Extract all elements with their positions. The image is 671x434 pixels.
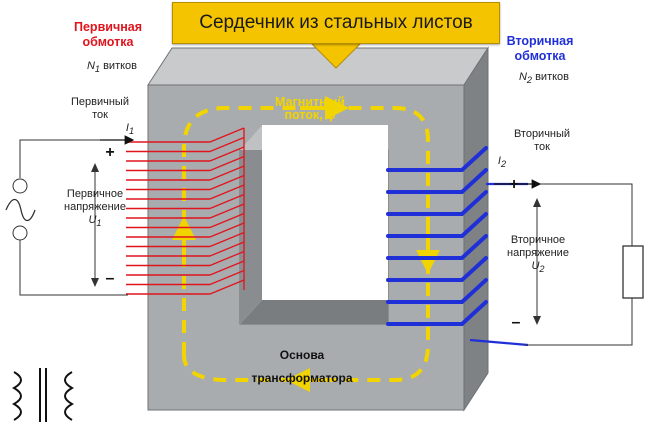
base-line2: трансформатора	[251, 371, 353, 385]
primary-voltage-line2: напряжение	[64, 201, 126, 213]
secondary-turn	[386, 168, 488, 194]
secondary-current-symbol: I2	[490, 155, 514, 171]
primary-current-sym: I	[125, 122, 129, 134]
secondary-current-sub: 2	[500, 159, 507, 170]
secondary-voltage-sym: U	[531, 260, 540, 272]
secondary-turns-sub: 2	[526, 75, 533, 86]
secondary-turn	[386, 300, 488, 326]
secondary-voltage-line1: Вторичное	[510, 234, 566, 246]
primary-current-line2: ток	[92, 109, 108, 121]
secondary-winding-title: Вторичная обмотка	[494, 34, 586, 64]
primary-voltage-label: Первичное напряжение U1	[52, 188, 138, 230]
secondary-voltage-line2: напряжение	[507, 247, 569, 259]
primary-voltage-line1: Первичное	[66, 188, 124, 200]
secondary-voltage-label: Вторичное напряжение U2	[498, 234, 578, 276]
secondary-circuit	[525, 183, 633, 346]
secondary-turns-word: витков	[535, 71, 570, 83]
primary-turns-sub: 1	[94, 64, 101, 75]
transformer-symbol-icon	[11, 368, 75, 422]
secondary-turn	[386, 212, 488, 238]
primary-current-symbol: I1	[118, 122, 142, 138]
primary-turn-back	[209, 146, 245, 162]
primary-turn-back	[209, 212, 245, 229]
secondary-turn	[386, 146, 488, 172]
secondary-current-line1: Вторичный	[513, 128, 571, 140]
primary-turn-back	[209, 174, 245, 191]
primary-minus: –	[105, 270, 115, 287]
load-resistor-icon	[622, 245, 644, 299]
primary-current-line1: Первичный	[71, 96, 129, 108]
primary-turn-back	[209, 193, 245, 210]
core-banner: Сердечник из стальных листов	[172, 2, 500, 44]
secondary-turns-symbol: N	[518, 71, 527, 83]
core-banner-text: Сердечник из стальных листов	[199, 12, 473, 33]
primary-title-line2: обмотка	[82, 35, 134, 49]
secondary-turn	[386, 256, 488, 282]
primary-turn-back	[209, 279, 245, 295]
primary-turns-symbol: N	[86, 60, 95, 72]
primary-turn-back	[209, 231, 245, 248]
primary-turns-word: витков	[103, 60, 138, 72]
primary-turn-back	[209, 250, 245, 267]
primary-turn-back	[209, 269, 245, 286]
primary-voltage-sub: 1	[96, 218, 102, 229]
secondary-current-label: Вторичный ток	[504, 128, 580, 154]
primary-voltage-sym: U	[88, 214, 97, 226]
secondary-current-sym: I	[497, 155, 501, 167]
primary-plus: +	[105, 144, 115, 161]
primary-current-label: Первичный ток	[60, 96, 140, 122]
secondary-title-line2: обмотка	[514, 49, 566, 63]
primary-turn-back	[209, 127, 245, 143]
primary-turn-back	[209, 184, 245, 200]
primary-turn-back	[209, 222, 245, 238]
steel-core	[147, 46, 489, 412]
primary-turn-back	[209, 165, 245, 181]
flux-line2: поток, ϕ	[284, 108, 336, 122]
primary-turn-back	[209, 260, 245, 276]
magnetic-flux-path	[172, 96, 440, 392]
core-base-label: Основа трансформатора	[232, 348, 372, 385]
secondary-turn	[386, 190, 488, 216]
magnetic-flux-label: Магнитный поток, ϕ	[262, 96, 358, 122]
ac-source-icon	[5, 198, 36, 222]
primary-winding	[126, 127, 245, 295]
primary-turn-back	[209, 241, 245, 257]
secondary-winding	[386, 146, 529, 347]
secondary-title-line1: Вторичная	[506, 34, 574, 48]
secondary-turns: N2 витков	[504, 71, 584, 87]
primary-title-line1: Первичная	[74, 20, 142, 34]
secondary-lead-bottom	[469, 338, 529, 347]
secondary-plus: +	[509, 176, 519, 193]
base-line1: Основа	[279, 348, 325, 362]
primary-winding-title: Первичная обмотка	[62, 20, 154, 50]
primary-turn-back	[209, 203, 245, 219]
secondary-voltage-sub: 2	[539, 264, 545, 275]
primary-turns: N1 витков	[72, 60, 152, 76]
secondary-minus: –	[511, 314, 521, 331]
secondary-current-line2: ток	[534, 141, 550, 153]
secondary-turn	[386, 234, 488, 260]
primary-turn-back	[209, 136, 245, 153]
primary-circuit	[12, 139, 128, 296]
primary-turn-back	[209, 155, 245, 172]
secondary-turn	[386, 278, 488, 304]
primary-current-sub: 1	[128, 126, 135, 137]
flux-line1: Магнитный	[275, 95, 345, 109]
